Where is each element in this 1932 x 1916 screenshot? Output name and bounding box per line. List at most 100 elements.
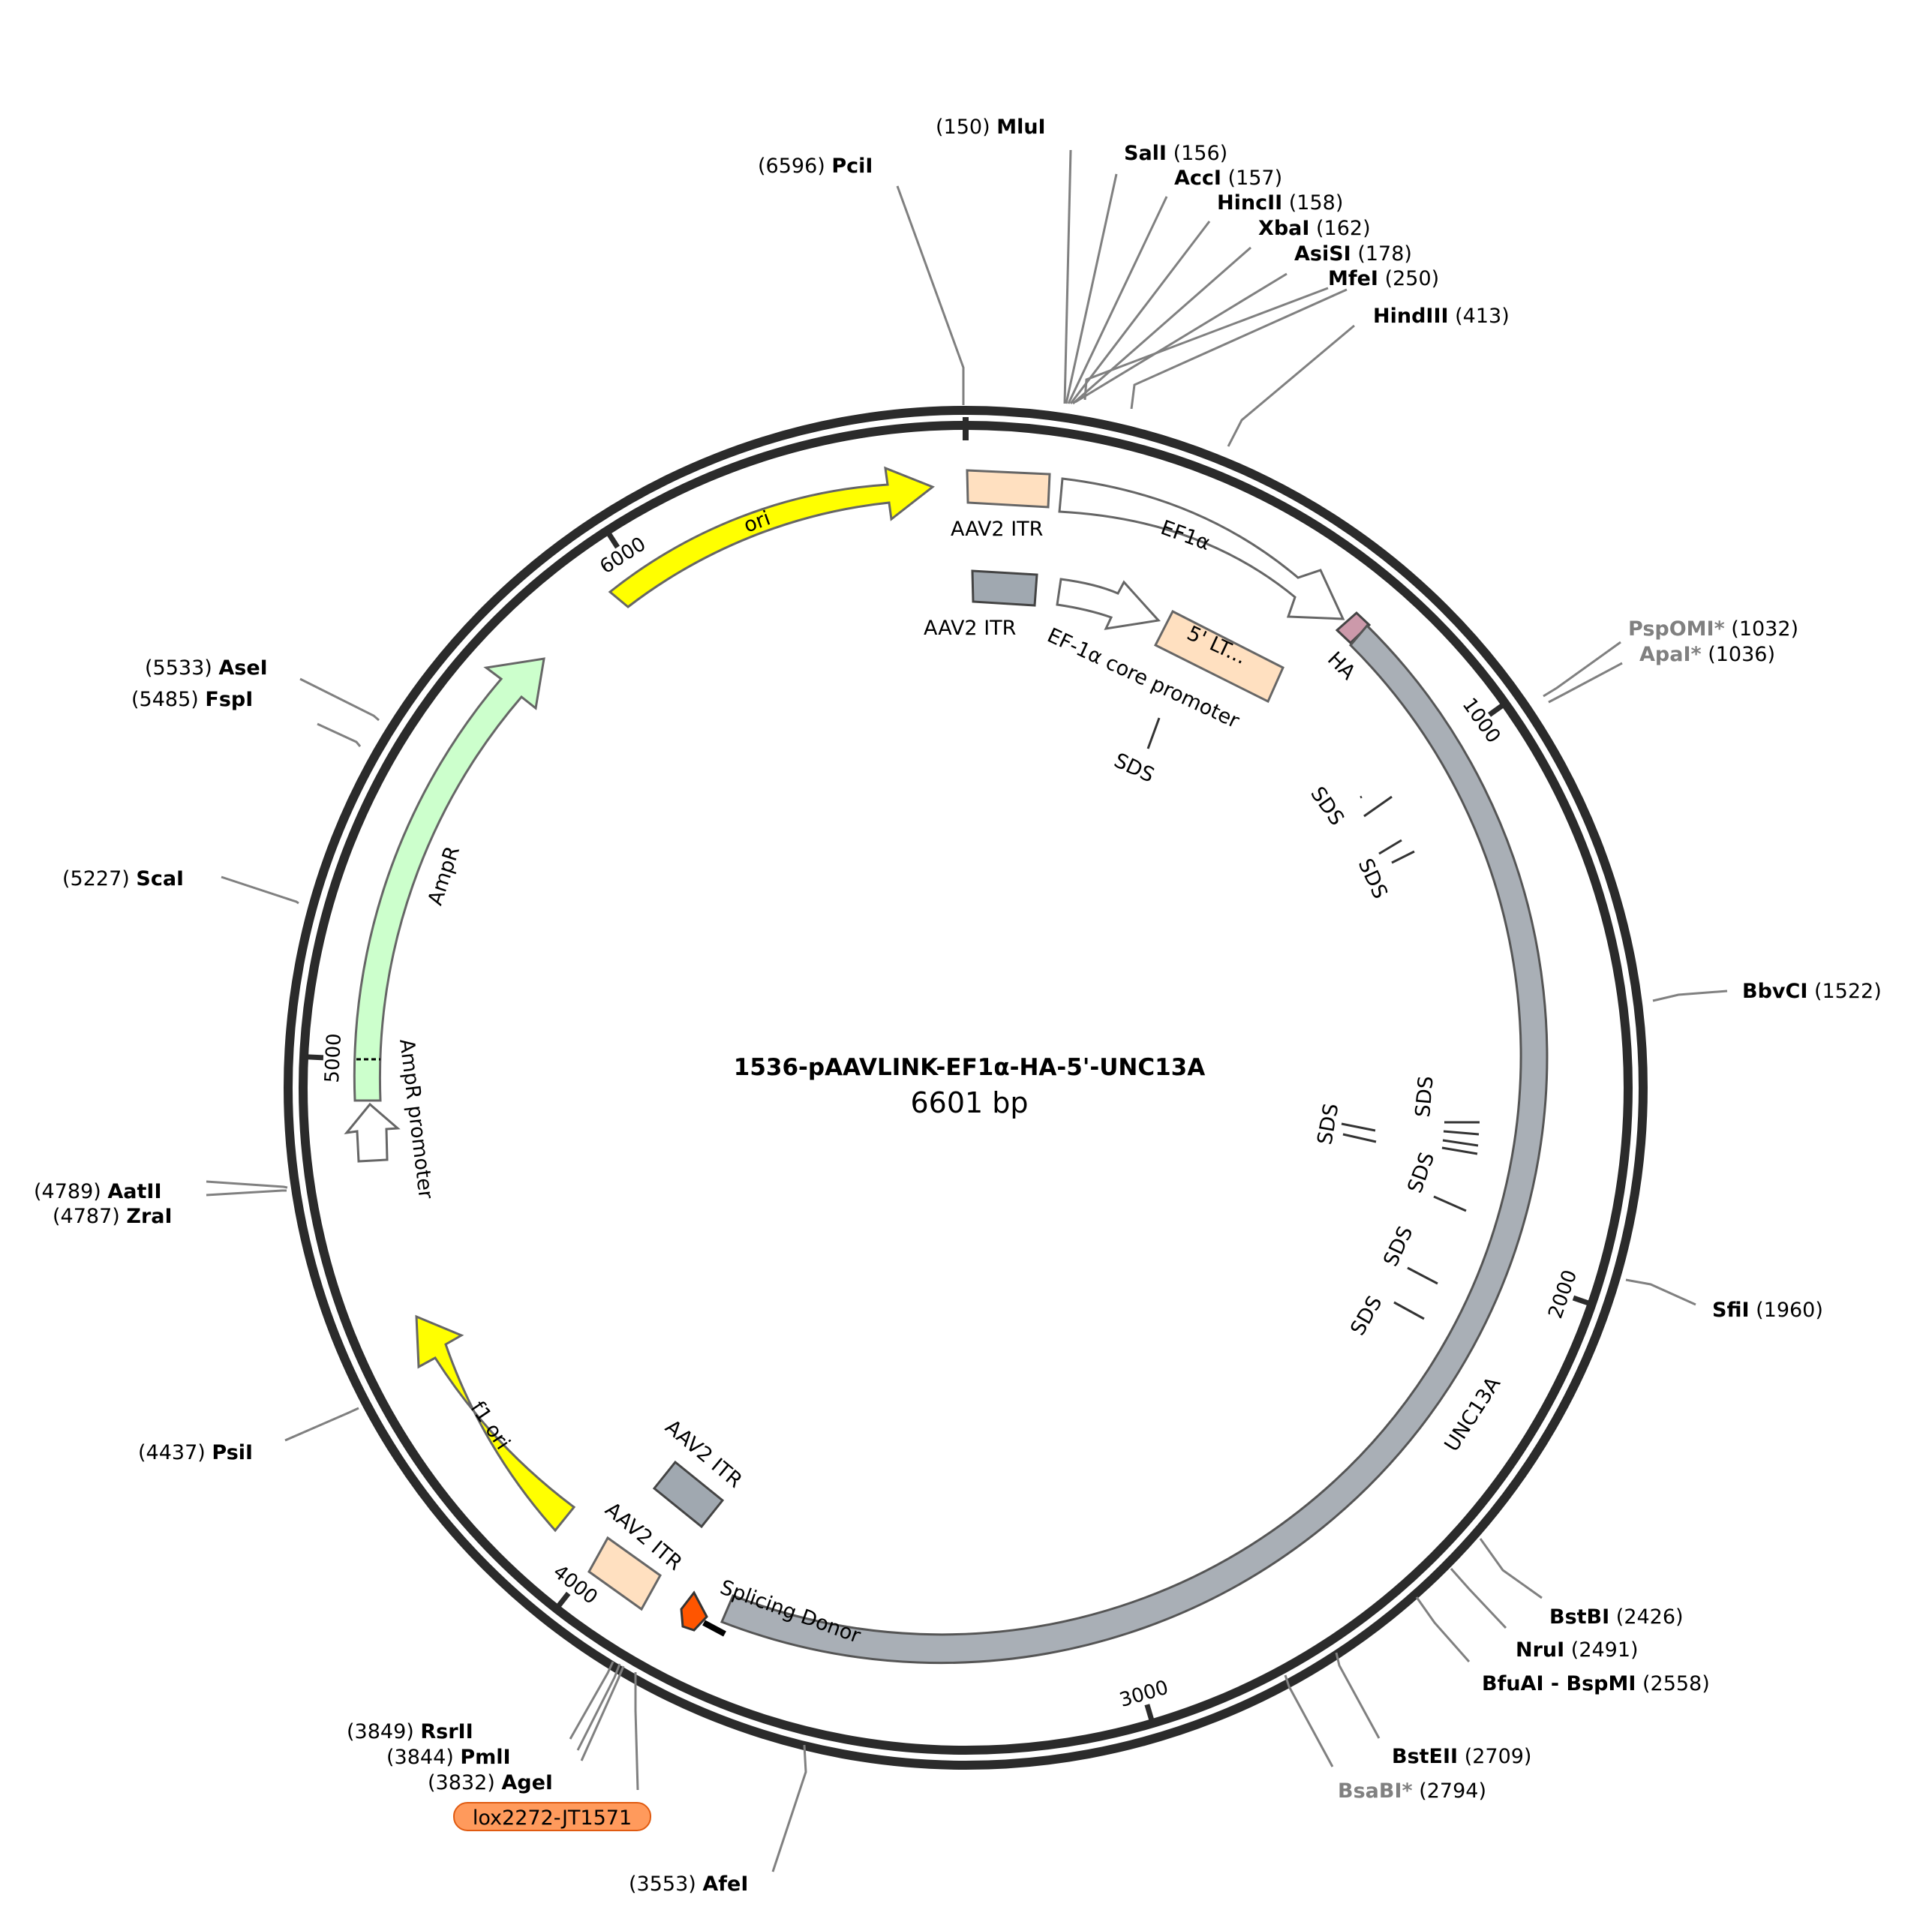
splicing-donor-bar: [702, 1620, 726, 1637]
five-ltr-feature: [1153, 609, 1284, 704]
ha-feature: [1335, 611, 1372, 645]
site-pos: (157): [1228, 167, 1283, 190]
site-pos: (1032): [1731, 617, 1798, 641]
site-pos: (250): [1385, 267, 1440, 290]
lox2272-badge: lox2272-JT1571: [453, 1802, 651, 1831]
site-name: SfiI: [1712, 1299, 1750, 1322]
site-name: NruI: [1516, 1638, 1564, 1662]
unc13a-feature: [720, 623, 1549, 1665]
splicing-donor-feature: [680, 1590, 708, 1632]
site-name: AgeI: [501, 1771, 553, 1794]
site-pos: (150): [936, 116, 990, 139]
sds-marks: [1146, 717, 1480, 1320]
svg-text:(4789) AatII: (4789) AatII: [34, 1180, 162, 1203]
svg-text:BstEII (2709): BstEII (2709): [1392, 1745, 1531, 1768]
site-pos: (2426): [1616, 1605, 1684, 1629]
site-pos: (1960): [1756, 1299, 1823, 1322]
site-pos: (4787): [53, 1205, 120, 1228]
ampr-feature: [353, 657, 545, 1102]
bp-tick: [1144, 1704, 1155, 1722]
bp-tick-label: 5000: [321, 1033, 346, 1084]
site-name: AccI: [1174, 167, 1221, 190]
site-pos: (5485): [131, 688, 199, 711]
site-pos: (3553): [629, 1872, 696, 1896]
f1-ori-feature: [415, 1314, 576, 1533]
site-pos: (158): [1289, 191, 1344, 215]
bp-tick: [606, 532, 620, 549]
site-name: ApaI*: [1639, 643, 1702, 666]
svg-text:(6596) PciI: (6596) PciI: [758, 155, 873, 178]
site-name: AatII: [107, 1180, 161, 1203]
svg-text:AsiSI (178): AsiSI (178): [1294, 242, 1412, 266]
ori-feature: [608, 466, 935, 608]
site-name: HindIII: [1373, 305, 1449, 328]
svg-text:BbvCI (1522): BbvCI (1522): [1742, 980, 1882, 1003]
f1-ori-label: f1 ori: [466, 1397, 515, 1454]
site-name: BsaBI*: [1338, 1779, 1413, 1803]
sds-label: SDS: [1379, 1223, 1417, 1270]
sds-label: SDS: [1110, 749, 1158, 787]
aav2-itr-top: [966, 469, 1051, 509]
site-pos: (5227): [62, 867, 130, 890]
site-pos: (2709): [1465, 1745, 1532, 1768]
ampr-promoter-label: AmpR promoter: [395, 1038, 437, 1201]
site-pos: (2491): [1571, 1638, 1639, 1662]
site-name: PciI: [831, 155, 873, 178]
svg-text:AccI (157): AccI (157): [1174, 167, 1282, 190]
svg-text:(4437) PsiI: (4437) PsiI: [138, 1441, 253, 1464]
site-name: RsrII: [420, 1720, 473, 1743]
site-pos: (2794): [1419, 1779, 1486, 1803]
site-pos: (4789): [34, 1180, 101, 1203]
svg-text:(5227) ScaI: (5227) ScaI: [62, 867, 184, 890]
aav2-itr-top-label: AAV2 ITR: [951, 518, 1043, 541]
site-pos: (6596): [758, 155, 825, 178]
site-name: ZraI: [126, 1205, 172, 1228]
svg-text:HindIII (413): HindIII (413): [1373, 305, 1510, 328]
site-name: PsiI: [212, 1441, 253, 1464]
site-name: AseI: [218, 656, 267, 680]
site-pos: (4437): [138, 1441, 206, 1464]
svg-text:(5485) FspI: (5485) FspI: [131, 688, 253, 711]
svg-text:PspOMI* (1032): PspOMI* (1032): [1628, 617, 1798, 641]
aav2-itr-inner: [971, 569, 1038, 607]
svg-text:MfeI (250): MfeI (250): [1328, 267, 1439, 290]
aav2-itr-lower-peach: [587, 1536, 662, 1611]
bp-tick-label: 1000: [1458, 694, 1505, 747]
sds-label: SDS: [1346, 1292, 1387, 1339]
site-pos: (156): [1173, 142, 1228, 165]
site-name: XbaI: [1258, 217, 1309, 240]
bp-tick: [1572, 1295, 1590, 1306]
svg-text:BfuAI - BspMI (2558): BfuAI - BspMI (2558): [1482, 1672, 1710, 1695]
ha-label: HA: [1323, 647, 1360, 685]
svg-text:(3553) AfeI: (3553) AfeI: [629, 1872, 748, 1896]
lox2272-label: lox2272-JT1571: [473, 1806, 632, 1830]
site-pos: (178): [1357, 242, 1412, 266]
sds-labels: SDS SDS SDS SDS SDS SDS SDS SDS: [1110, 749, 1439, 1339]
ef1a-feature: [1058, 477, 1345, 620]
site-pos: (5533): [145, 656, 212, 680]
aav2-itr-lower-gray: [652, 1460, 725, 1529]
site-pos: (1036): [1708, 643, 1775, 666]
sds-label: SDS: [1354, 855, 1392, 902]
site-name: BstBI: [1549, 1605, 1609, 1629]
svg-text:SalI (156): SalI (156): [1124, 142, 1227, 165]
svg-text:(4787) ZraI: (4787) ZraI: [53, 1205, 173, 1228]
site-name: ScaI: [136, 867, 184, 890]
site-name: BfuAI - BspMI: [1482, 1672, 1636, 1695]
svg-text:BsaBI* (2794): BsaBI* (2794): [1338, 1779, 1486, 1803]
ampr-label: AmpR: [424, 843, 464, 908]
site-pos: (3849): [347, 1720, 414, 1743]
sds-label: SDS: [1403, 1149, 1439, 1196]
svg-text:HincII (158): HincII (158): [1217, 191, 1343, 215]
site-name: SalI: [1124, 142, 1167, 165]
site-pos: (413): [1455, 305, 1510, 328]
sds-label: SDS: [1313, 1102, 1343, 1147]
bp-tick: [1487, 703, 1504, 717]
svg-text:(3832) AgeI: (3832) AgeI: [428, 1771, 553, 1794]
bp-tick: [306, 1054, 324, 1061]
svg-text:ApaI* (1036): ApaI* (1036): [1639, 643, 1775, 666]
svg-text:SfiI (1960): SfiI (1960): [1712, 1299, 1823, 1322]
svg-text:(5533) AseI: (5533) AseI: [145, 656, 268, 680]
site-name: BbvCI: [1742, 980, 1807, 1003]
site-name: PmlI: [460, 1746, 510, 1769]
